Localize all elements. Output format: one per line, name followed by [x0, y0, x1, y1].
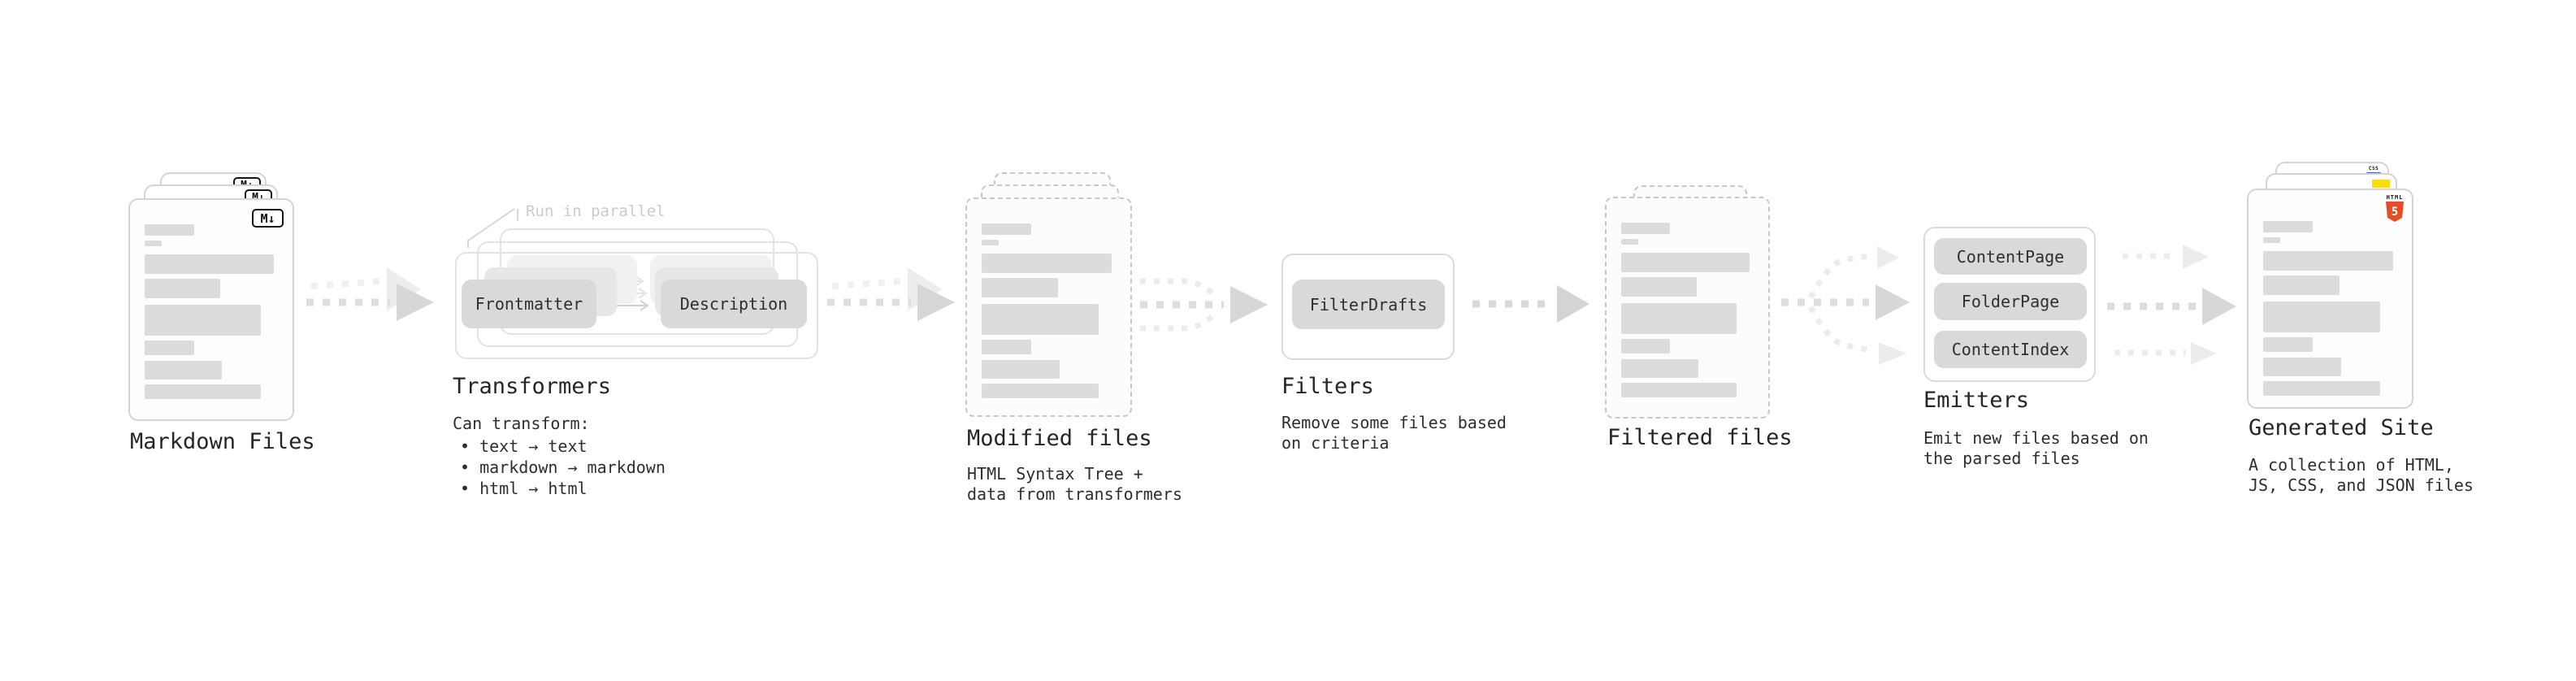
skeleton-bar	[1621, 339, 1671, 354]
html5-icon-number: 5	[2391, 205, 2399, 219]
transformers-bullet-list: • text → text • markdown → markdown • html…	[460, 436, 666, 499]
html5-icon-label: HTML	[2386, 194, 2404, 201]
skeleton-bar	[982, 254, 1112, 273]
skeleton-bar	[145, 340, 194, 355]
folderpage-pill: FolderPage	[1934, 283, 2087, 320]
skeleton-bar	[145, 361, 223, 380]
frontmatter-pill: Frontmatter	[462, 280, 596, 328]
skeleton-bar	[1621, 383, 1737, 397]
skeleton-bar	[145, 384, 261, 399]
skeleton-bar	[1621, 239, 1639, 245]
html5-icon-shield: 5	[2386, 202, 2404, 222]
filtered-file-card-front	[1605, 197, 1770, 419]
bullet-item: • html → html	[460, 479, 588, 498]
skeleton-bar	[2263, 381, 2380, 396]
modified-files-title: Modified files	[967, 426, 1152, 451]
document-skeleton	[2263, 221, 2397, 396]
flow-arrow-filters-to-filtered	[1472, 285, 1589, 323]
bullet-item: • text → text	[460, 436, 588, 456]
generated-site-title: Generated Site	[2249, 415, 2434, 440]
transformers-description: Can transform:	[453, 414, 590, 433]
run-in-parallel-annotation: Run in parallel	[526, 202, 666, 220]
skeleton-bar	[982, 360, 1060, 379]
js-icon	[2372, 180, 2390, 188]
skeleton-bar	[982, 278, 1059, 297]
transformers-title: Transformers	[453, 374, 612, 399]
document-skeleton	[1621, 223, 1754, 397]
html5-icon: HTML 5	[2384, 194, 2405, 222]
skeleton-bar	[2263, 301, 2380, 332]
emitters-description: Emit new files based on the parsed files	[1923, 428, 2149, 468]
markdown-files-title: Markdown Files	[130, 429, 315, 454]
flow-arrow-emitters-to-generated	[2107, 245, 2236, 365]
markdown-file-card-front: M↓	[128, 198, 294, 421]
skeleton-bar	[982, 240, 1000, 245]
skeleton-bar	[2263, 337, 2314, 352]
skeleton-bar	[145, 224, 194, 236]
skeleton-bar	[2263, 358, 2341, 376]
skeleton-bar	[982, 304, 1099, 335]
contentpage-pill: ContentPage	[1934, 238, 2087, 275]
skeleton-bar	[2263, 251, 2394, 271]
flow-arrow-modified-to-filters	[1140, 278, 1268, 332]
document-skeleton	[145, 224, 278, 399]
skeleton-bar	[1621, 223, 1671, 234]
skeleton-bar	[145, 241, 163, 246]
skeleton-bar	[145, 254, 275, 274]
modified-files-stack	[965, 172, 1132, 417]
skeleton-bar	[2263, 275, 2340, 295]
skeleton-bar	[1621, 277, 1697, 297]
flow-arrow-filtered-to-emitters	[1781, 246, 1910, 365]
skeleton-bar	[1621, 359, 1698, 378]
contentindex-pill: ContentIndex	[1934, 331, 2087, 368]
markdown-icon-glyph: M↓	[260, 210, 275, 226]
modified-files-description: HTML Syntax Tree + data from transformer…	[967, 464, 1182, 504]
markdown-files-stack: M↓ M↓ M↓	[128, 172, 294, 421]
skeleton-bar	[982, 340, 1032, 354]
filters-title: Filters	[1281, 374, 1374, 399]
flow-arrow-transformers-to-modified	[827, 267, 955, 321]
skeleton-bar	[145, 305, 261, 336]
css-icon-label: CSS	[2368, 166, 2379, 171]
modified-file-card-front	[965, 197, 1132, 417]
skeleton-bar	[2263, 237, 2281, 243]
generated-site-description: A collection of HTML, JS, CSS, and JSON …	[2249, 455, 2474, 495]
flow-arrow-markdown-to-transformers	[306, 267, 434, 321]
generated-file-card-html: HTML 5	[2247, 189, 2413, 409]
skeleton-bar	[982, 384, 1099, 398]
generated-site-stack: CSS HTML 5	[2247, 162, 2413, 409]
markdown-icon: M↓	[252, 209, 284, 228]
skeleton-bar	[982, 223, 1032, 235]
description-pill: Description	[661, 280, 807, 328]
bullet-item: • markdown → markdown	[460, 458, 666, 477]
filtered-files-title: Filtered files	[1607, 425, 1793, 450]
transformers-box-front	[455, 252, 818, 359]
skeleton-bar	[1621, 253, 1750, 272]
skeleton-bar	[145, 279, 221, 298]
filters-description: Remove some files based on criteria	[1281, 413, 1507, 453]
skeleton-bar	[1621, 303, 1737, 334]
emitters-title: Emitters	[1923, 388, 2030, 413]
filterdrafts-pill: FilterDrafts	[1292, 280, 1445, 329]
skeleton-bar	[2263, 221, 2314, 232]
document-skeleton	[982, 223, 1116, 398]
filtered-files-stack	[1605, 185, 1770, 419]
annotation-callout-line	[467, 208, 518, 248]
